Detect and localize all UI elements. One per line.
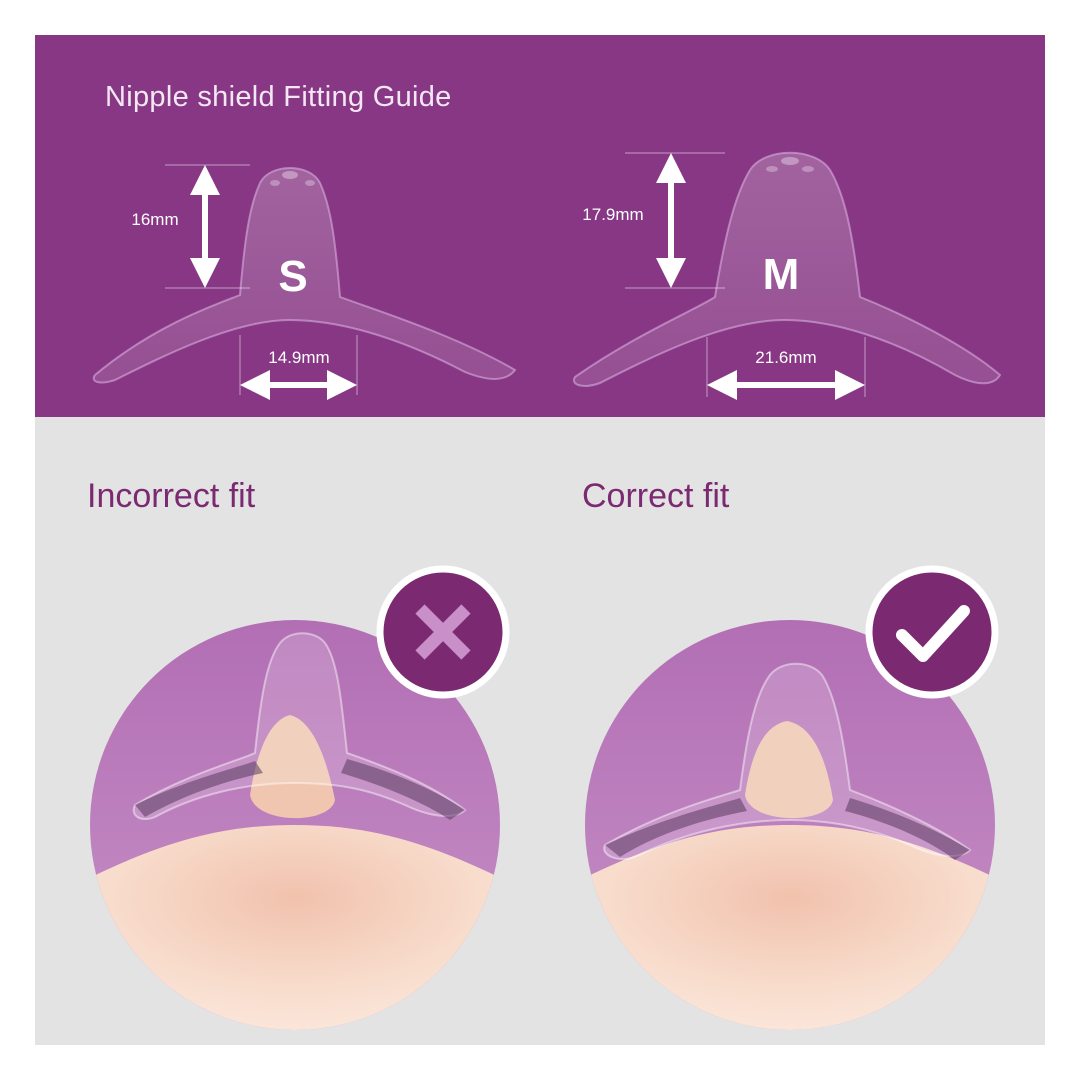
medium-width-dimension: 21.6mm — [706, 337, 866, 400]
medium-height-label: 17.9mm — [582, 205, 643, 224]
shield-hole — [802, 166, 814, 172]
small-height-dimension: 16mm — [131, 164, 250, 289]
nipple — [250, 715, 335, 819]
medium-shield — [572, 151, 1002, 387]
small-width-label: 14.9mm — [268, 348, 329, 367]
nipple — [745, 721, 833, 819]
incorrect-fit-label: Incorrect fit — [87, 477, 256, 515]
small-shield — [92, 167, 517, 384]
shield-hole — [270, 180, 280, 186]
small-width-dimension: 14.9mm — [239, 335, 358, 400]
breast-skin — [90, 825, 500, 1030]
guide-title: Nipple shield Fitting Guide — [105, 81, 452, 113]
medium-width-label: 21.6mm — [755, 348, 816, 367]
shield-hole — [305, 180, 315, 186]
small-height-label: 16mm — [131, 210, 178, 229]
fit-illustration — [90, 565, 999, 1030]
small-shield-shape — [92, 167, 517, 384]
correct-fit-label: Correct fit — [582, 477, 730, 515]
small-size-letter: S — [278, 252, 307, 301]
fitting-guide-graphic: 16mm 14.9mm S 17.9mm 21.6mm M Nipple shi… — [35, 35, 1045, 1045]
breast-skin — [585, 825, 995, 1030]
check-icon — [865, 565, 999, 699]
shield-hole — [781, 157, 799, 165]
cross-icon — [376, 565, 510, 699]
medium-height-dimension: 17.9mm — [582, 152, 725, 289]
medium-shield-shape — [572, 151, 1002, 387]
shield-hole — [282, 171, 298, 179]
medium-size-letter: M — [763, 250, 800, 299]
incorrect-fit-illustration — [90, 620, 500, 1030]
sizes-illustration: 16mm 14.9mm S 17.9mm 21.6mm M — [92, 151, 1002, 400]
shield-hole — [766, 166, 778, 172]
